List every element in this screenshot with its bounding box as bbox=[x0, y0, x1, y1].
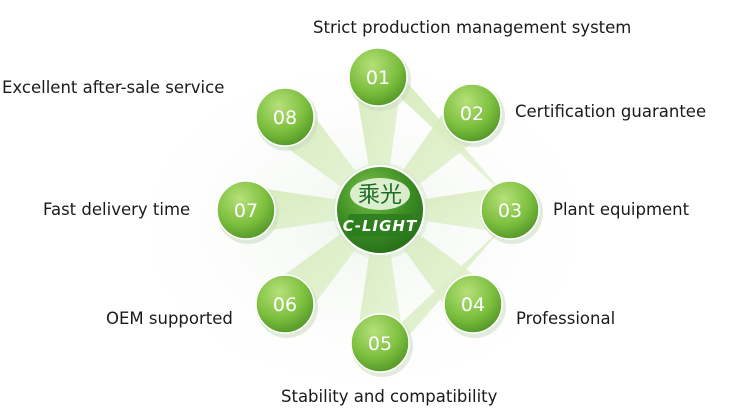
node-label-02: Certification guarantee bbox=[515, 102, 707, 121]
node-label-04: Professional bbox=[516, 309, 616, 328]
node-number: 07 bbox=[234, 200, 258, 222]
node-05: 05 bbox=[350, 313, 413, 377]
node-label-08: Excellent after-sale service bbox=[2, 78, 225, 97]
node-circle bbox=[255, 87, 315, 147]
center-logo-text: C-LIGHT bbox=[343, 217, 418, 235]
node-number: 06 bbox=[273, 294, 297, 316]
node-number: 05 bbox=[368, 333, 392, 355]
node-circle bbox=[442, 83, 502, 143]
node-circle bbox=[255, 274, 315, 334]
node-01: 01 bbox=[348, 47, 411, 111]
node-label-03: Plant equipment bbox=[553, 200, 690, 219]
node-04: 04 bbox=[443, 274, 506, 338]
ray-03 bbox=[380, 186, 510, 234]
ray-01 bbox=[354, 76, 402, 211]
node-group: 01 02 03 04 05 06 07 08 bbox=[216, 47, 543, 377]
node-number: 04 bbox=[461, 294, 485, 316]
node-03: 03 bbox=[480, 180, 543, 244]
node-circle bbox=[350, 313, 410, 373]
node-07: 07 bbox=[216, 180, 279, 244]
center-hub: 乘光 C-LIGHT bbox=[333, 163, 429, 259]
ray-07 bbox=[246, 186, 380, 234]
node-circle bbox=[348, 47, 408, 107]
node-number: 02 bbox=[460, 103, 484, 125]
node-label-07: Fast delivery time bbox=[43, 200, 191, 219]
node-number: 08 bbox=[273, 107, 297, 129]
node-label-06: OEM supported bbox=[106, 309, 233, 328]
node-circle bbox=[480, 180, 540, 240]
node-label-01: Strict production management system bbox=[313, 18, 632, 37]
center-logo-cjk: 乘光 bbox=[358, 183, 402, 208]
node-08: 08 bbox=[255, 87, 318, 151]
node-02: 02 bbox=[442, 83, 505, 147]
node-label-05: Stability and compatibility bbox=[281, 387, 498, 406]
ray-05 bbox=[356, 210, 404, 343]
node-number: 01 bbox=[366, 67, 390, 89]
node-number: 03 bbox=[498, 200, 522, 222]
node-06: 06 bbox=[255, 274, 318, 338]
node-circle bbox=[443, 274, 503, 334]
node-circle bbox=[216, 180, 276, 240]
